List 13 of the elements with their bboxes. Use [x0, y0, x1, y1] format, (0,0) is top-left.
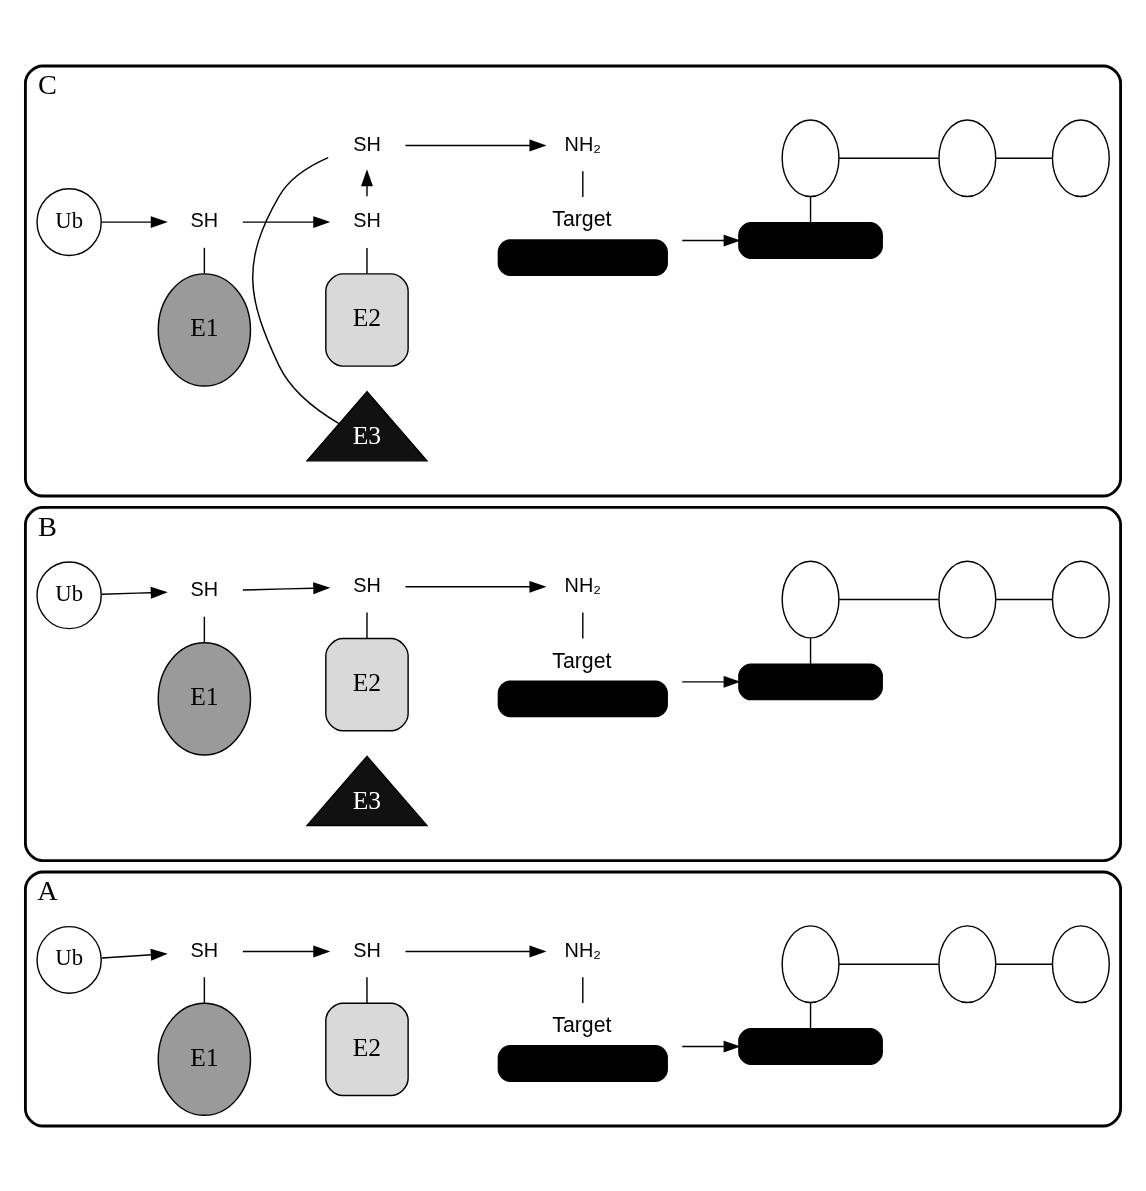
node-text: NH₂ [564, 132, 602, 155]
node-text: SH [190, 938, 219, 961]
node-label: Target [552, 648, 612, 673]
node-text: SH [353, 132, 381, 155]
node-text: NH₂ [564, 573, 602, 596]
node-text: SH [353, 938, 381, 961]
node-label: Target [552, 206, 612, 231]
node-text: SH [190, 577, 219, 600]
node-text: SH [190, 208, 219, 231]
node-label: Target [552, 1012, 612, 1037]
node-text: SH [353, 573, 381, 596]
node-text: SH [353, 208, 381, 231]
node-text: NH₂ [564, 938, 602, 961]
